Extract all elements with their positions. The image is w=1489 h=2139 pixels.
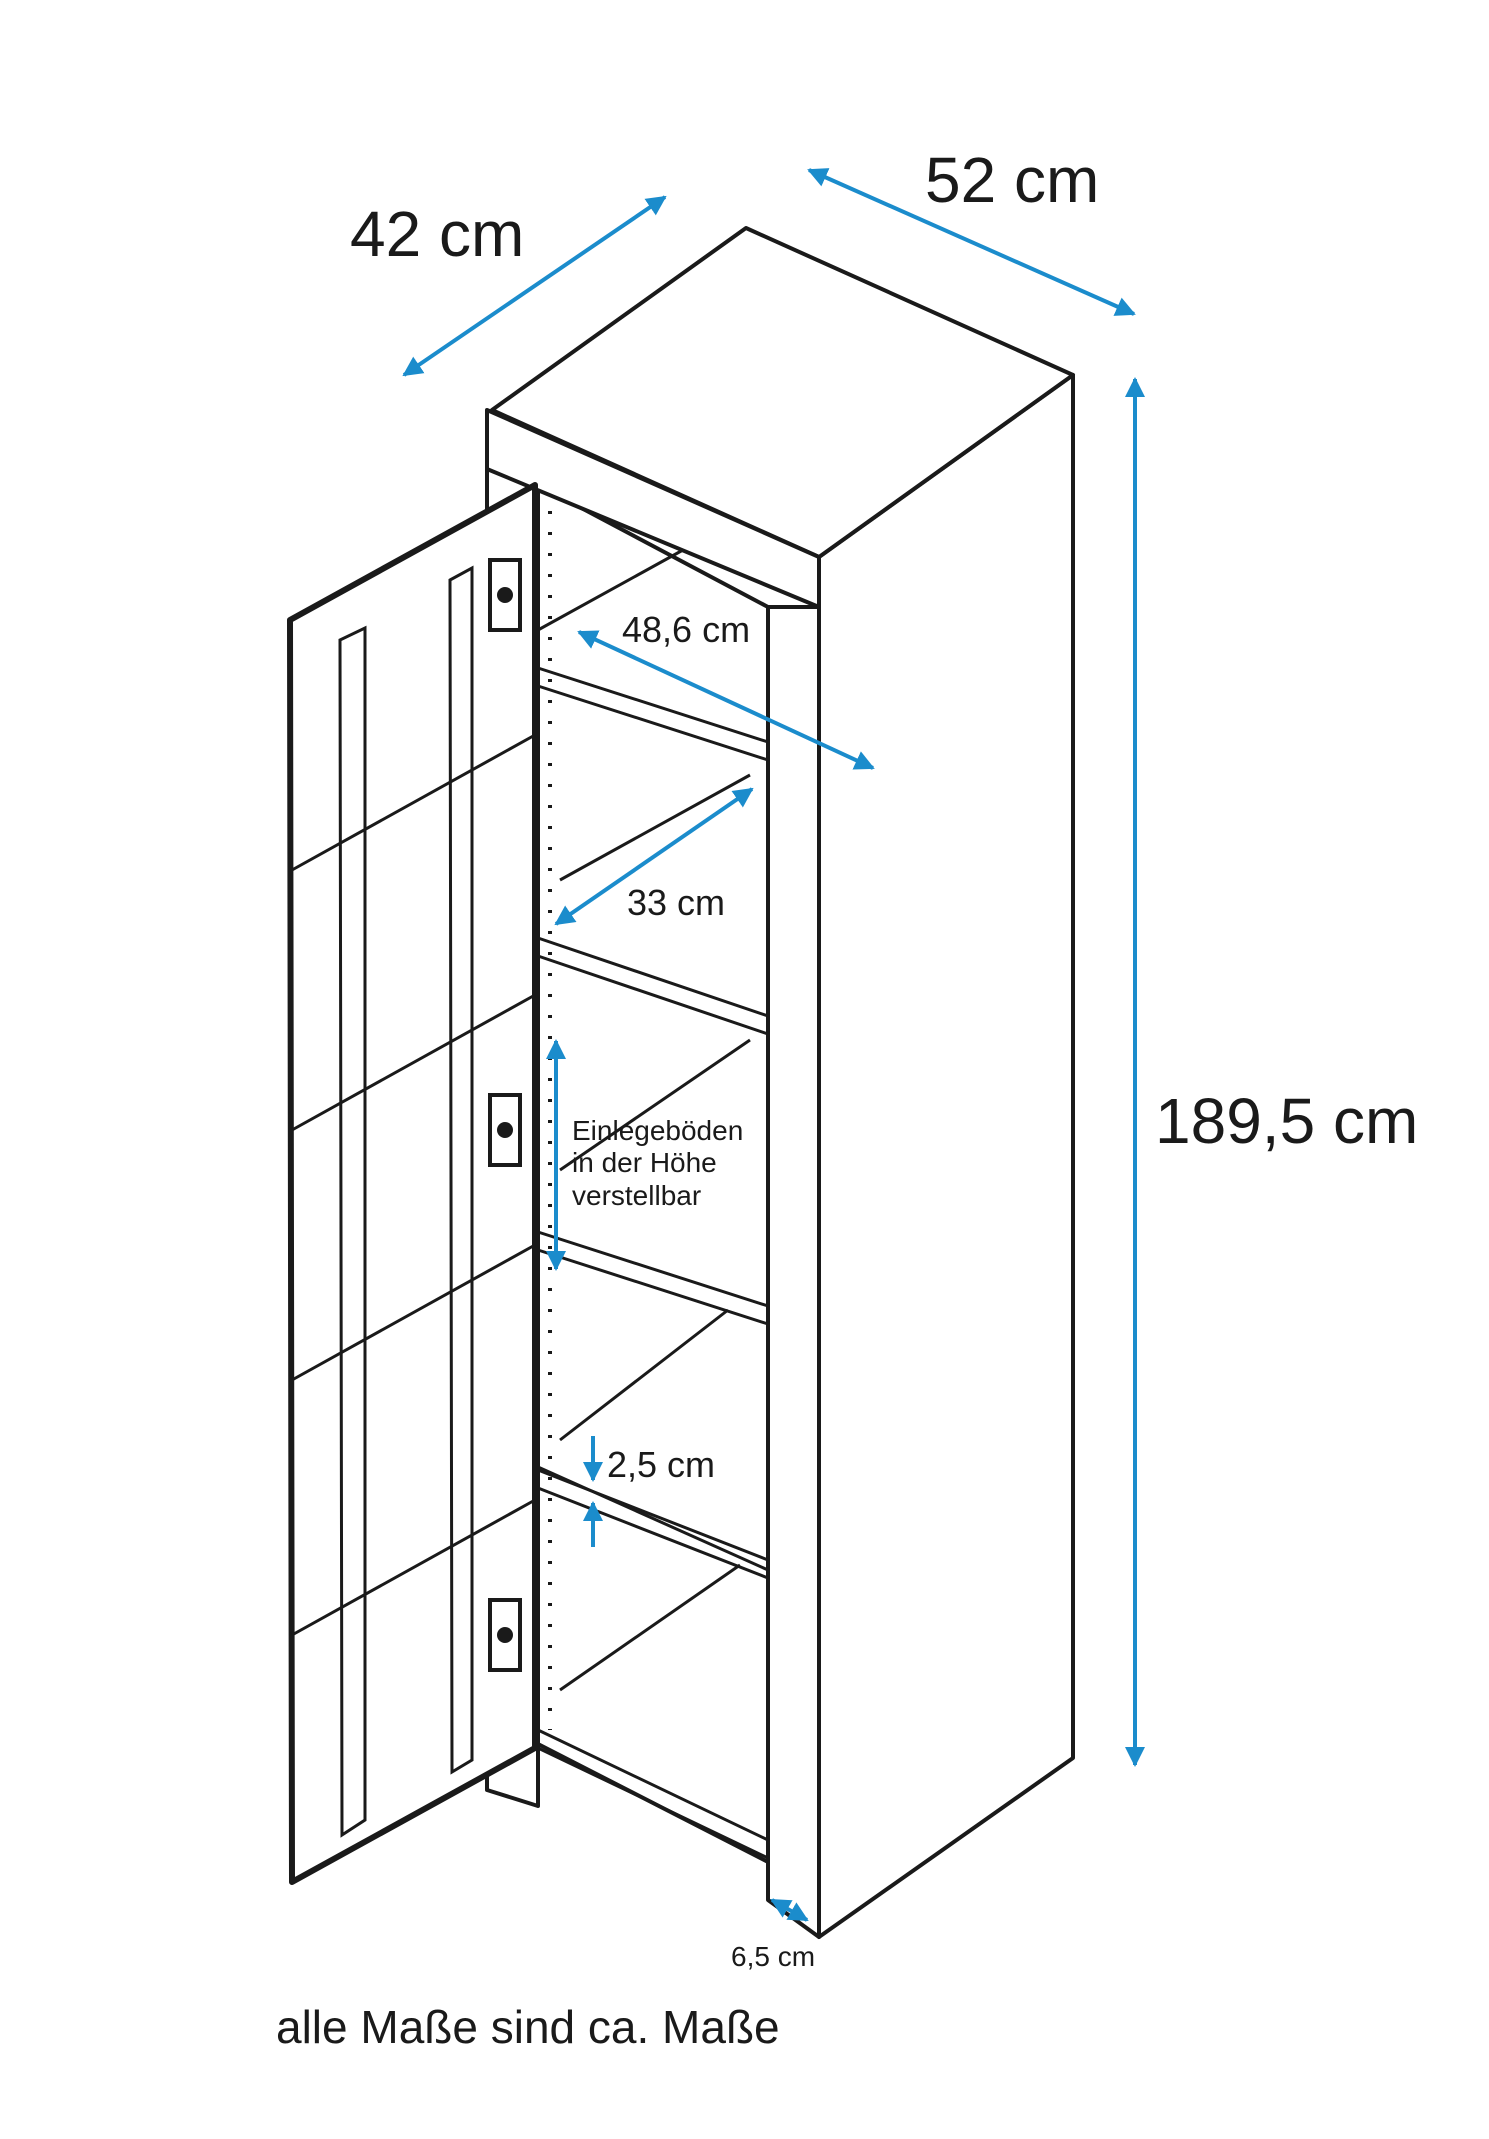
height-label: 189,5 cm — [1155, 1085, 1418, 1157]
hinge-icon — [488, 1093, 522, 1167]
hinge-icon — [488, 558, 522, 632]
inner-depth-arrow — [554, 787, 754, 926]
depth-label: 42 cm — [350, 198, 524, 270]
inner-width-label: 48,6 cm — [622, 609, 750, 650]
width-label: 52 cm — [925, 144, 1099, 216]
open-door — [287, 482, 538, 1885]
note-line-1: Einlegeböden — [572, 1115, 743, 1146]
pillar-width-label: 6,5 cm — [731, 1941, 815, 1972]
front-right-pillar — [766, 605, 821, 1939]
pillar-width-arrow — [770, 1898, 809, 1922]
inner-depth-label: 33 cm — [627, 882, 725, 923]
note-line-3: verstellbar — [572, 1180, 701, 1211]
note-line-2: in der Höhe — [572, 1147, 717, 1178]
width-arrow — [807, 168, 1136, 316]
cabinet-drawing — [287, 226, 1075, 1939]
depth-arrow — [402, 195, 667, 377]
hinge-icon — [488, 1598, 522, 1672]
inner-width-arrow — [577, 630, 875, 770]
top-front-edge — [485, 408, 821, 609]
shelf-thickness-label: 2,5 cm — [607, 1444, 715, 1485]
cabinet-side-panel — [817, 373, 1075, 1939]
footer-note: alle Maße sind ca. Maße — [276, 2001, 780, 2053]
